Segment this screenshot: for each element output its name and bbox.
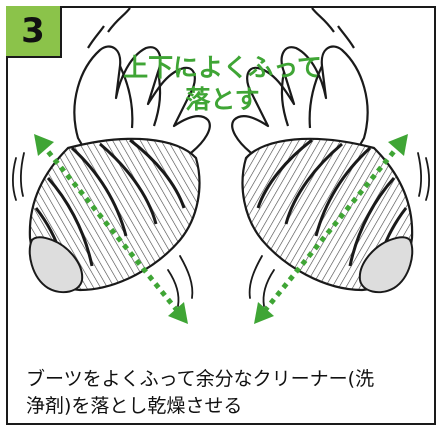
left-boot bbox=[28, 137, 201, 294]
step-number: 3 bbox=[21, 11, 45, 51]
double-headed-arrow-icon bbox=[254, 134, 408, 324]
motion-lines-icon bbox=[12, 152, 430, 307]
double-headed-arrow-icon bbox=[34, 134, 188, 324]
instruction-line-2: 浄剤)を落とし乾燥させる bbox=[26, 395, 243, 417]
instruction-line-1: ブーツをよくふって余分なクリーナー(洗 bbox=[26, 368, 375, 390]
instruction-text: ブーツをよくふって余分なクリーナー(洗 浄剤)を落とし乾燥させる bbox=[26, 366, 426, 420]
step-number-badge: 3 bbox=[6, 6, 62, 58]
boot-shaking-illustration bbox=[12, 8, 430, 324]
right-boot bbox=[241, 137, 414, 294]
